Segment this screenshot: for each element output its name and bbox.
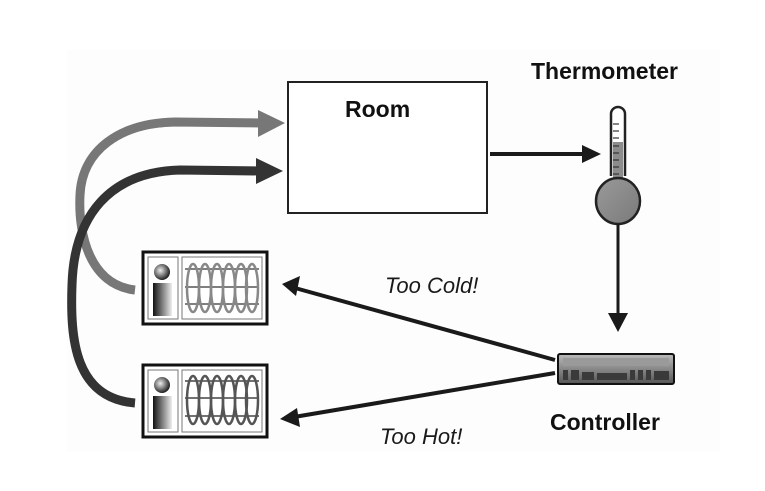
room-box [287, 81, 488, 214]
controller-label: Controller [550, 409, 660, 435]
heater-to-room-arrow [75, 110, 285, 295]
room-to-thermometer-arrow [490, 145, 601, 163]
controller-device-icon [557, 353, 675, 385]
thermometer-to-controller-arrow [608, 224, 628, 332]
too-hot-label: Too Hot! [380, 424, 463, 449]
too-cold-arrow [282, 276, 556, 362]
too-cold-label: Too Cold! [385, 273, 479, 298]
thermometer-label: Thermometer [531, 58, 678, 84]
too-hot-arrow [280, 371, 556, 427]
room-label: Room [345, 96, 411, 122]
thermometer-icon [594, 105, 642, 226]
cooler-unit-icon [141, 363, 269, 439]
cooler-to-room-arrow [67, 158, 283, 408]
heater-unit-icon [141, 250, 269, 326]
